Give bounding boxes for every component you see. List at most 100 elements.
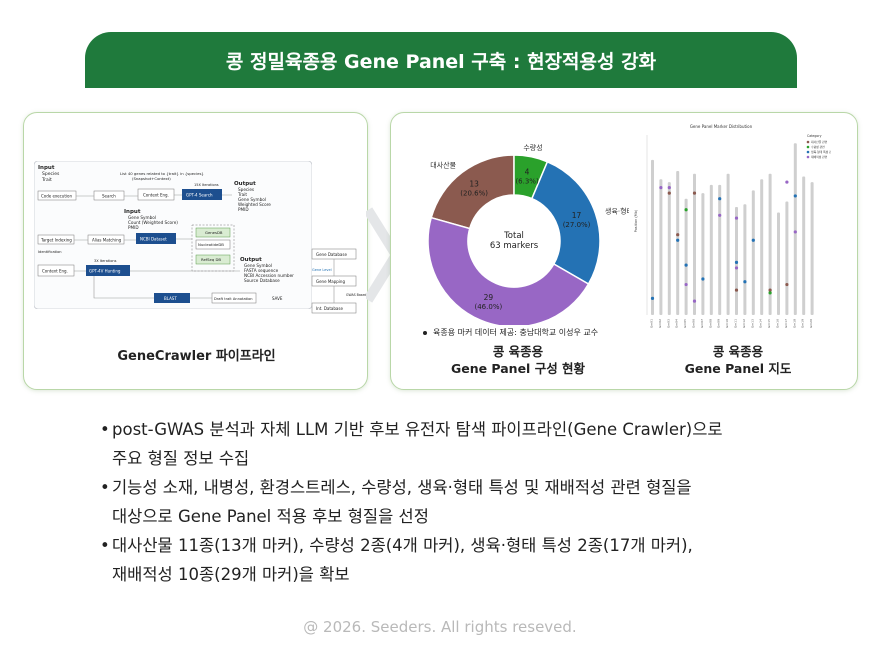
slice-percent-label: (20.6%) — [460, 189, 488, 197]
data-source-text: 육종용 마커 데이터 제공: 충남대학교 이성우 교수 — [433, 328, 599, 337]
chromosome-bar — [693, 173, 696, 315]
legend-swatch — [806, 155, 810, 159]
chromosome-bar — [785, 201, 789, 315]
marker-point — [718, 213, 722, 217]
summary-bullets: •post-GWAS 분석과 자체 LLM 기반 후보 유전자 탐색 파이프라인… — [100, 415, 800, 589]
bullet-item: •대사산물 11종(13개 마커), 수량성 2종(4개 마커), 생육·형태 … — [100, 536, 693, 584]
chromosome-tick-label: Gm05 — [683, 319, 687, 328]
marker-point — [676, 233, 680, 237]
save-label: SAVE — [272, 296, 283, 301]
gene-database-box: Gene Database — [316, 252, 347, 257]
chromosome-tick-label: Gm03 — [666, 319, 670, 328]
marker-point — [684, 263, 688, 267]
slice-category-label: 생육·형태 특성 — [605, 206, 629, 215]
chromosome-bar — [701, 193, 705, 315]
chromosome-bar — [768, 173, 772, 315]
output2-item: Source Database — [244, 278, 280, 283]
chromosome-tick-label: Gm01 — [650, 319, 654, 328]
chromosome-tick-label: Gm17 — [784, 319, 788, 328]
marker-point — [743, 280, 747, 284]
input1-item: Species — [42, 171, 60, 177]
chromosome-bar — [684, 198, 688, 315]
chromosome-bar — [802, 176, 806, 315]
marker-point — [768, 291, 772, 295]
input1-item: Trait — [41, 177, 52, 183]
ncbi-dataset-box: NCBI Dataset — [140, 237, 167, 242]
list-note2: (Snapshot+Context) — [132, 176, 171, 181]
output1-item: Trait — [237, 192, 247, 197]
composition-caption: 콩 육종용 Gene Panel 구성 현황 — [433, 343, 603, 377]
map-title: Gene Panel Marker Distribution — [690, 124, 753, 129]
chromosome-bar — [726, 173, 730, 315]
marker-point — [676, 238, 680, 242]
chromosome-bar — [718, 184, 722, 315]
chromosome-bar — [659, 179, 663, 315]
chromosome-bar — [751, 190, 755, 315]
caption2-line1: 콩 육종용 — [712, 344, 764, 359]
slice-value-label: 29 — [484, 293, 494, 302]
slice-percent-label: (6.3%) — [515, 177, 539, 185]
output1-item: PMID — [238, 207, 249, 212]
copyright-footer: @ 2026. Seeders. All rights reseved. — [303, 618, 577, 636]
chromosome-bar — [810, 182, 814, 315]
marker-point — [659, 186, 663, 190]
chromosome-tick-label: Gm20 — [809, 319, 813, 328]
code-execution-box: Code execution — [41, 194, 72, 199]
donut-slice — [530, 160, 601, 286]
map-caption: 콩 육종용 Gene Panel 지도 — [653, 343, 823, 377]
legend-entry: 생육·형태 특성 관련 — [811, 150, 831, 154]
legend-swatch — [806, 145, 810, 149]
marker-point — [684, 208, 688, 212]
chromosome-tick-label: Gm11 — [734, 319, 738, 328]
output2-item: FASTA sequence — [244, 268, 279, 273]
marker-point — [718, 197, 722, 201]
draft-annotation-box: Draft trait Annotation — [214, 297, 253, 301]
gene-mapping-box: Gene Mapping — [316, 279, 345, 284]
page-title: 콩 정밀육종용 Gene Panel 구축 : 현장적용성 강화 — [225, 50, 657, 73]
caption1-line2: Gene Panel 구성 현황 — [450, 361, 586, 376]
slice-percent-label: (46.0%) — [475, 303, 503, 311]
nucleotidedb-box: NucleotideDB — [198, 242, 224, 247]
marker-point — [751, 238, 755, 242]
pipeline-card: Input Species Trait List 40 genes relate… — [23, 112, 368, 390]
int-database-box: Int. Database — [316, 306, 343, 311]
input2-item: PMID — [128, 225, 139, 230]
marker-point — [692, 299, 697, 303]
output1-item: Gene Symbol — [238, 197, 266, 202]
marker-point — [734, 288, 739, 292]
bullet-icon — [423, 330, 427, 335]
data-source-note: 육종용 마커 데이터 제공: 충남대학교 이성우 교수 — [423, 327, 598, 338]
gene-level-label: Gene Level — [312, 268, 332, 272]
output2-title: Output — [240, 257, 262, 263]
alias-matching-box: Alias Matching — [92, 238, 122, 243]
iterations2-label: 3X Iterations — [94, 259, 117, 263]
legend-entry: 대사산물 관련 — [811, 140, 828, 144]
chromosome-tick-label: Gm08 — [708, 319, 712, 328]
marker-point — [667, 186, 671, 190]
chromosome-bar — [743, 204, 747, 315]
gpt-hunting-box: GPT-4V Hunting — [89, 269, 121, 274]
chromosome-bar — [777, 212, 780, 315]
marker-point — [650, 296, 655, 300]
input2-title: Input — [124, 209, 141, 215]
refseqdb-box: RefSeq DB — [201, 257, 221, 262]
list-note: List 40 genes related to {trait} in {spe… — [120, 171, 204, 176]
marker-point — [684, 282, 688, 287]
legend-swatch — [806, 140, 810, 144]
chromosome-tick-label: Gm15 — [767, 319, 771, 328]
marker-point — [701, 277, 705, 281]
iterations-label: 15X Iterations — [194, 183, 219, 187]
marker-point — [785, 180, 789, 184]
gpt-search-box: GPT-4 Search — [186, 193, 213, 198]
marker-point — [785, 282, 789, 287]
marker-point — [793, 194, 797, 198]
marker-point — [734, 260, 739, 264]
context-eng-box: Context Eng. — [143, 193, 169, 198]
bullet-item: •기능성 소재, 내병성, 환경스트레스, 수량성, 생육·형태 특성 및 재배… — [100, 478, 692, 526]
chromosome-bar — [793, 143, 797, 315]
legend-entry: 재배적성 관련 — [811, 155, 828, 159]
donut-center-count: 63 markers — [490, 241, 539, 251]
